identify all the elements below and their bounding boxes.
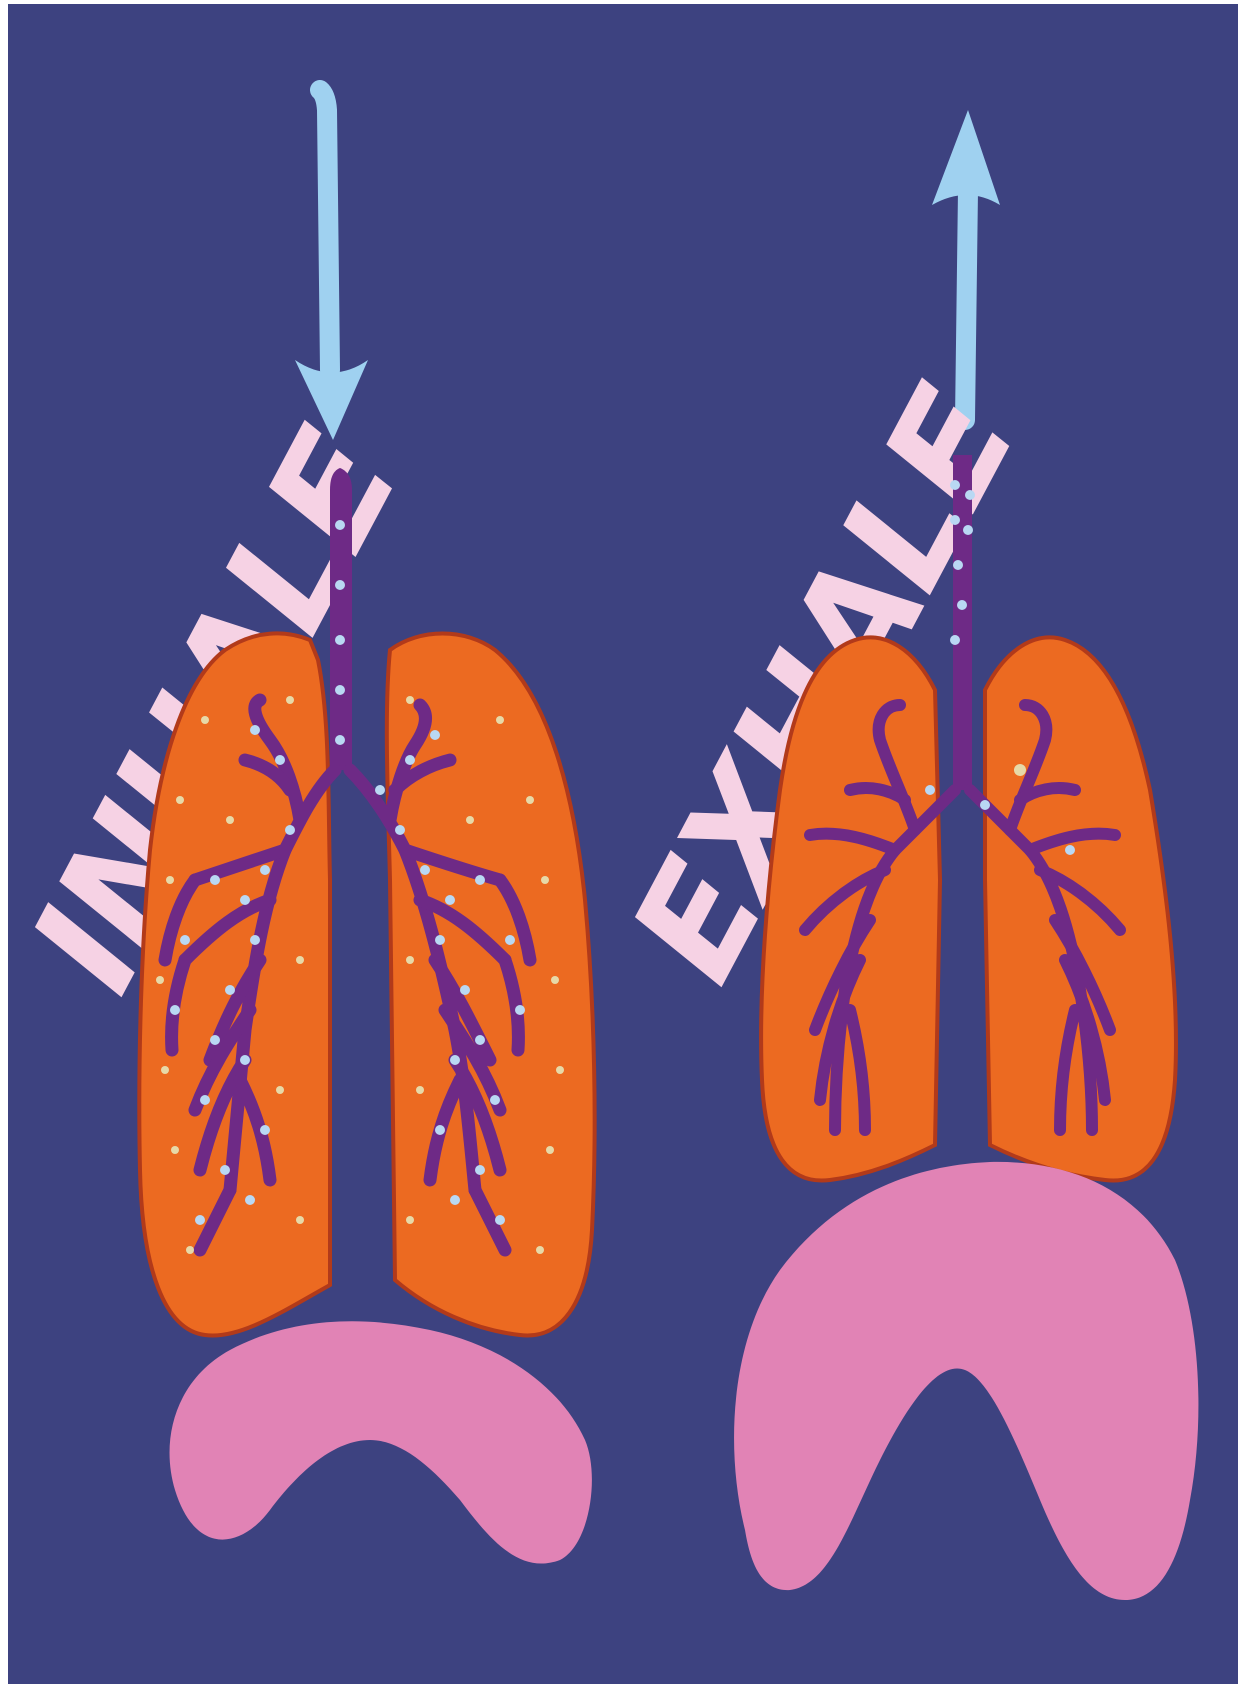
exhale-trachea (953, 455, 972, 790)
inhale-trachea (330, 468, 352, 770)
exhale-air-specks (1014, 764, 1026, 776)
